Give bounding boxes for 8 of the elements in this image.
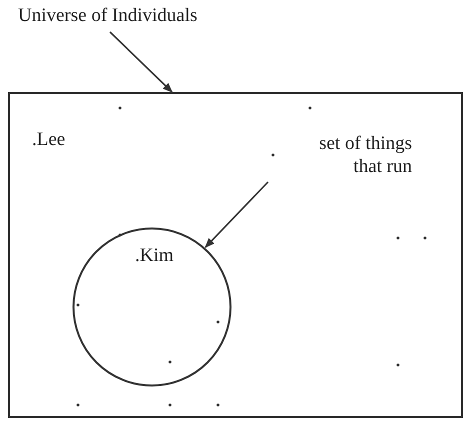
arrow bbox=[204, 181, 269, 248]
universe-rectangle bbox=[8, 92, 463, 418]
individual-label: .Lee bbox=[32, 128, 66, 151]
arrow bbox=[109, 31, 173, 93]
individual-label: .Kim bbox=[135, 244, 174, 267]
caption-text: Universe of Individuals bbox=[18, 4, 238, 27]
caption-text: set of things that run bbox=[292, 132, 412, 178]
set-circle bbox=[72, 227, 232, 387]
